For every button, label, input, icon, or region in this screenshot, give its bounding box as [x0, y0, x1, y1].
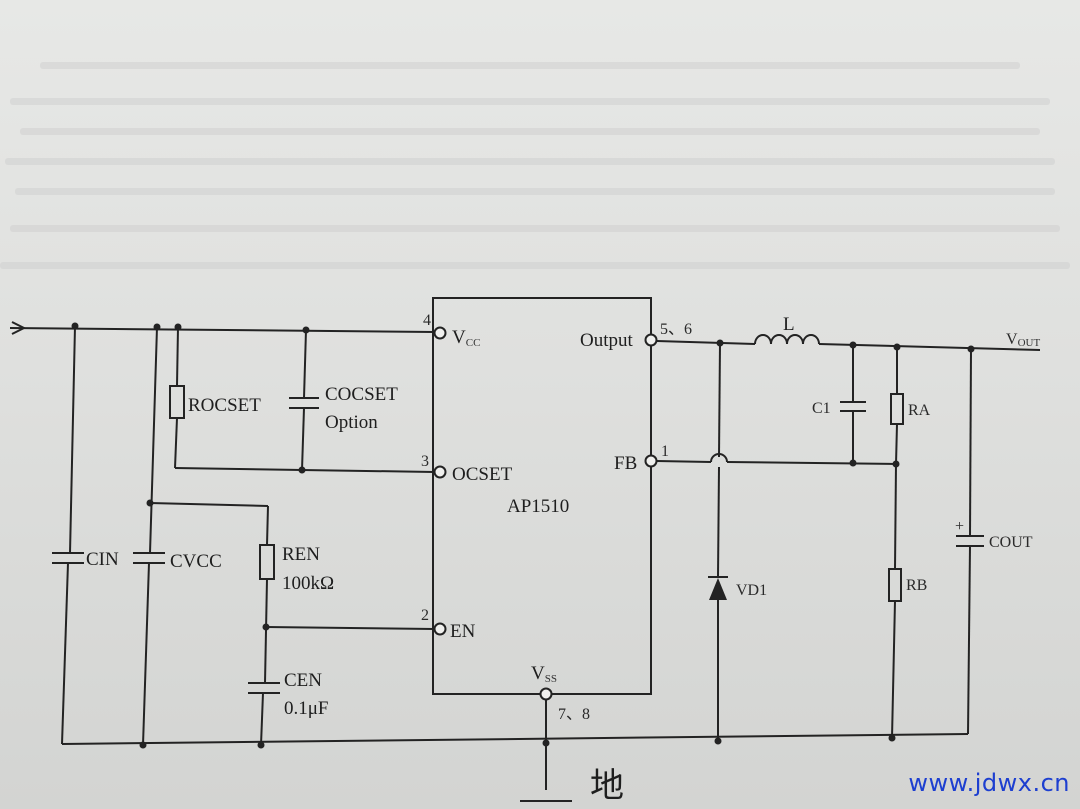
ren-value: 100kΩ — [282, 573, 334, 594]
cocset-wire — [303, 329, 307, 399]
rocset-wire — [176, 326, 179, 387]
rb-label: RB — [906, 577, 927, 594]
en-wire — [265, 626, 435, 630]
blurred-text-line — [5, 158, 1055, 165]
pin-number-fb: 1 — [661, 443, 669, 460]
blurred-text-line — [0, 262, 1070, 269]
blurred-text-line — [15, 188, 1055, 195]
pin-label-output: Output — [580, 330, 634, 351]
blurred-text-line — [20, 128, 1040, 135]
cvcc-wire — [149, 326, 158, 554]
pin-label-vcc: VCC — [452, 327, 480, 349]
blurred-text-line — [10, 98, 1050, 105]
rocset-label: ROCSET — [188, 395, 261, 416]
rb-wire — [891, 600, 896, 739]
cen-value: 0.1μF — [284, 698, 329, 719]
diode-vd1-symbol — [709, 578, 727, 600]
ra-resistor — [890, 393, 904, 425]
output-wire — [656, 340, 756, 345]
pin-label-fb: FB — [614, 453, 637, 474]
watermark-text: www.jdwx.cn — [908, 769, 1070, 797]
pin-vss — [539, 687, 553, 701]
pin-ocset — [433, 465, 447, 479]
pin-number-en: 2 — [421, 607, 429, 624]
diode-wire — [717, 466, 720, 578]
junction-dot — [139, 741, 147, 749]
cout-polarity: + — [955, 518, 964, 535]
cin-wire — [69, 325, 76, 554]
junction-dot — [298, 466, 306, 474]
junction-dot — [257, 741, 265, 749]
inductor-label: L — [783, 314, 795, 335]
cvcc-label: CVCC — [170, 551, 222, 572]
rocset-wire — [174, 417, 178, 469]
cocset-option-label: Option — [325, 412, 378, 433]
cout-wire — [967, 545, 971, 735]
pin-number-vcc: 4 — [423, 312, 431, 329]
rocset-resistor — [169, 385, 185, 419]
pin-vcc — [433, 326, 447, 340]
cocset-label: COCSET — [325, 384, 398, 405]
ren-wire — [266, 505, 269, 546]
cout-label: COUT — [989, 534, 1033, 551]
ra-wire — [895, 423, 898, 465]
fb-wire — [726, 461, 898, 465]
pin-number-output: 5、6 — [660, 321, 692, 338]
pin-label-ocset: OCSET — [452, 464, 513, 485]
cout-wire — [969, 348, 972, 537]
fb-wire — [656, 460, 712, 463]
ren-resistor — [259, 544, 275, 580]
cocset-wire — [301, 407, 305, 471]
diode-label: VD1 — [736, 582, 767, 599]
inductor-coil — [754, 334, 820, 345]
pin-number-ocset: 3 — [421, 453, 429, 470]
chip-name: AP1510 — [507, 496, 569, 517]
cvcc-wire — [142, 562, 150, 746]
rb-resistor — [888, 568, 902, 602]
pin-fb — [644, 454, 658, 468]
ground-rail — [61, 733, 969, 745]
cin-wire — [61, 562, 69, 745]
cin-label: CIN — [86, 549, 119, 570]
diode-wire — [718, 342, 721, 458]
wire-crossover — [710, 453, 728, 463]
pin-number-vss: 7、8 — [558, 706, 590, 723]
ren-wire — [264, 578, 268, 684]
pin-label-vss: VSS — [531, 663, 557, 685]
pin-en — [433, 622, 447, 636]
ground-label: 地 — [590, 766, 624, 806]
vout-label: VOUT — [1006, 331, 1040, 349]
blurred-text-line — [10, 225, 1060, 232]
blurred-text-line — [40, 62, 1020, 69]
input-rail — [9, 327, 435, 333]
pin-output — [644, 333, 658, 347]
ren-label: REN — [282, 544, 320, 565]
cen-wire — [260, 692, 264, 746]
ra-label: RA — [908, 402, 931, 419]
c1-label: C1 — [812, 400, 831, 417]
pin-label-en: EN — [450, 621, 476, 642]
rb-wire — [894, 463, 897, 570]
cen-label: CEN — [284, 670, 322, 691]
en-supply-wire — [149, 502, 269, 507]
